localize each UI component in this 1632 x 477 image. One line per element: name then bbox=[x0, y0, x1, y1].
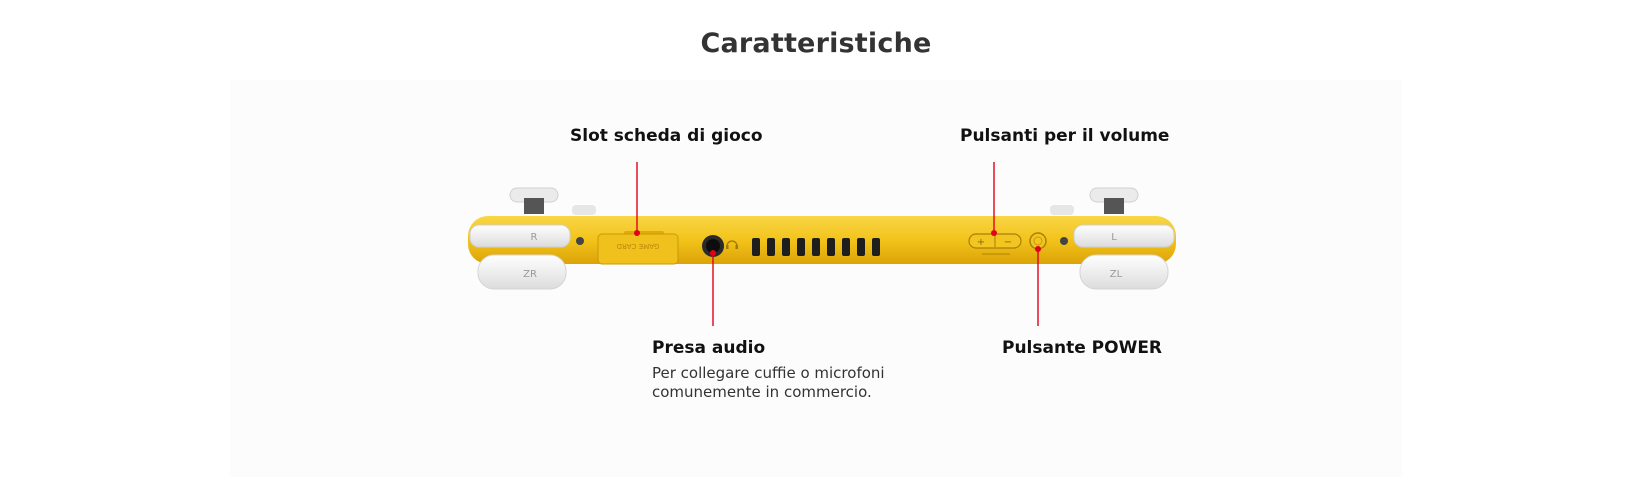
right-screw bbox=[1060, 237, 1068, 245]
audio-jack-label: Presa audio bbox=[652, 338, 766, 358]
right-trigger-button: ZL bbox=[1079, 254, 1169, 290]
game-card-slot: GAME CARD bbox=[597, 231, 679, 265]
right-shoulder-button: L bbox=[1073, 224, 1175, 248]
left-trigger-button: ZR bbox=[477, 254, 567, 290]
left-screw bbox=[576, 237, 584, 245]
svg-text:ZL: ZL bbox=[1110, 269, 1123, 280]
feature-illustration-panel bbox=[230, 80, 1402, 477]
callout-dots bbox=[634, 230, 1041, 256]
right-top-button-ridge bbox=[1050, 205, 1074, 215]
power-button-label: Pulsante POWER bbox=[1002, 338, 1163, 358]
headphone-icon bbox=[726, 240, 738, 249]
svg-text:−: − bbox=[1004, 237, 1012, 248]
audio-jack bbox=[702, 235, 724, 257]
left-stick bbox=[509, 187, 559, 214]
svg-text:R: R bbox=[531, 232, 538, 243]
card-slot-label: Slot scheda di gioco bbox=[570, 126, 763, 146]
audio-jack-description: Per collegare cuffie o microfoni comunem… bbox=[652, 364, 885, 401]
callout-lines bbox=[636, 162, 1039, 326]
svg-text:ZR: ZR bbox=[523, 269, 537, 280]
svg-text:GAME CARD: GAME CARD bbox=[617, 242, 660, 250]
left-top-button-ridge bbox=[572, 205, 596, 215]
console-body bbox=[468, 216, 1176, 264]
svg-text:L: L bbox=[1111, 232, 1117, 243]
svg-text:+: + bbox=[977, 237, 985, 248]
left-shoulder-button: R bbox=[469, 224, 571, 248]
speaker-grill bbox=[752, 238, 880, 256]
page-title: Caratteristiche bbox=[700, 28, 932, 59]
right-stick bbox=[1089, 187, 1139, 214]
volume-buttons-label: Pulsanti per il volume bbox=[960, 126, 1170, 146]
